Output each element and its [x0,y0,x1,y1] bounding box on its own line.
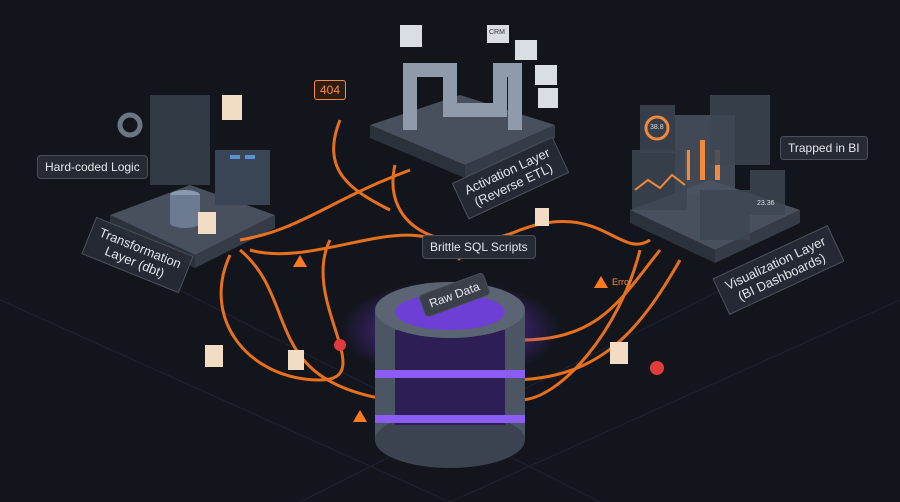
headset-icon [535,65,557,85]
error-icon [650,361,664,375]
gauge-value: 38.8 [650,124,664,131]
trapped-in-bi-tag: Trapped in BI [780,136,868,160]
error-404-badge: 404 [314,80,347,100]
raw-data-store [340,280,560,468]
script-icon [288,350,304,370]
code-panel [150,95,210,185]
gear-icon [117,112,143,138]
code-file-icon [222,95,242,120]
gauge-value: 23.36 [757,200,775,207]
app-icon [400,25,422,47]
code-file-icon [610,342,628,364]
send-icon [515,40,537,60]
chat-icon [538,88,558,108]
error-icon [334,339,346,351]
activation-platform [370,25,558,178]
table-panel [215,150,270,205]
brittle-sql-tag: Brittle SQL Scripts [422,235,536,259]
code-file-icon [198,212,216,234]
visualization-platform [630,95,800,263]
code-file-icon [205,345,223,367]
script-icon [535,208,549,226]
warning-icons [205,208,664,422]
error-tag: Error [612,277,632,287]
pipes [403,63,522,130]
hard-coded-logic-tag: Hard-coded Logic [37,155,148,179]
crm-icon-label: CRM [489,29,505,36]
